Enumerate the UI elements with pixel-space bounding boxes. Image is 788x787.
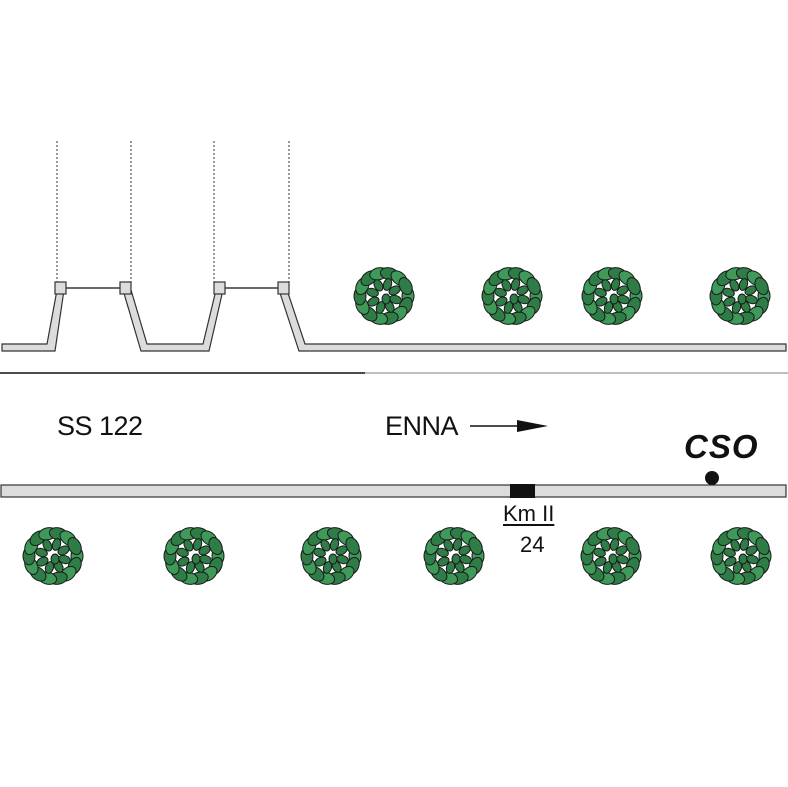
trees-group (22, 267, 772, 585)
tree-icon (581, 267, 643, 325)
direction-arrow-icon (470, 420, 548, 432)
tree-icon (481, 267, 543, 325)
tree-icon (710, 527, 772, 585)
tree-icon (163, 527, 225, 585)
pole-heads (54, 281, 290, 295)
pole-head (213, 281, 226, 295)
road-label: SS 122 (57, 411, 143, 441)
tree-icon (709, 267, 771, 325)
km-number-label: 24 (520, 532, 545, 557)
pole-head (119, 281, 132, 295)
pole-lines (56, 141, 290, 285)
km-marker-label: Km II (503, 501, 555, 526)
tree-icon (580, 527, 642, 585)
tree-icon (300, 527, 362, 585)
upper-road-profile (1, 289, 65, 352)
tree-icon (22, 527, 84, 585)
upper-road-profile (122, 289, 224, 352)
lower-road (0, 484, 787, 498)
station-dot-icon (705, 471, 719, 485)
pole-head (54, 281, 67, 295)
pole-head (277, 281, 290, 295)
km-marker-icon (510, 484, 535, 498)
tree-icon (423, 527, 485, 585)
station-label: CSO (684, 428, 759, 465)
direction-label: ENNA (385, 411, 459, 441)
tree-icon (353, 267, 415, 325)
